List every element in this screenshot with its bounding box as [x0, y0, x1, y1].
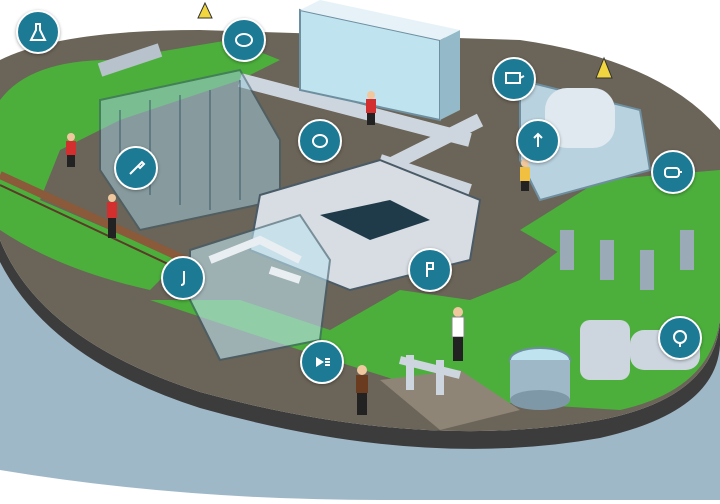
- marker-pump[interactable]: [300, 340, 344, 384]
- worker-1: [66, 133, 76, 167]
- control-building: [299, 0, 460, 122]
- wrench-icon: [129, 160, 146, 175]
- circle-icon: [235, 33, 253, 47]
- marker-water-source[interactable]: [222, 18, 266, 62]
- flask-icon: [29, 23, 47, 41]
- upload-icon: [533, 132, 543, 147]
- tank-building: [519, 78, 652, 202]
- island-edge: [0, 240, 720, 449]
- marker-inspection[interactable]: [658, 316, 702, 360]
- grass-left: [0, 40, 280, 290]
- worker-6: [520, 159, 530, 191]
- flag-icon: [426, 262, 434, 277]
- worker-4: [451, 307, 465, 361]
- rail-track: [0, 171, 192, 273]
- worker-5: [356, 365, 368, 415]
- screen-house: [99, 68, 281, 232]
- warning-sign-1: [197, 1, 213, 19]
- marker-pipeline[interactable]: [161, 256, 205, 300]
- monitor-icon: [505, 72, 525, 84]
- marker-maintenance[interactable]: [114, 146, 158, 190]
- valve-rig: [380, 355, 520, 430]
- warning-sign-2: [595, 56, 613, 79]
- marker-process-flow[interactable]: [16, 10, 60, 54]
- marker-monitoring[interactable]: [492, 57, 536, 101]
- marker-aeration[interactable]: [298, 119, 342, 163]
- grass-right: [520, 170, 720, 300]
- marker-filtration[interactable]: [408, 248, 452, 292]
- display-icon: [664, 167, 682, 178]
- magnifier-icon: [673, 330, 687, 347]
- marker-control[interactable]: [651, 150, 695, 194]
- workers: [66, 91, 530, 415]
- right-equipment: [560, 230, 694, 290]
- grass-front: [150, 220, 720, 410]
- circle-icon: [312, 134, 328, 148]
- marker-upload[interactable]: [516, 119, 560, 163]
- pump-icon: [316, 357, 330, 367]
- front-tanks: [509, 320, 700, 410]
- worker-3: [366, 91, 376, 125]
- worker-2: [107, 194, 117, 238]
- hook-icon: [180, 271, 185, 286]
